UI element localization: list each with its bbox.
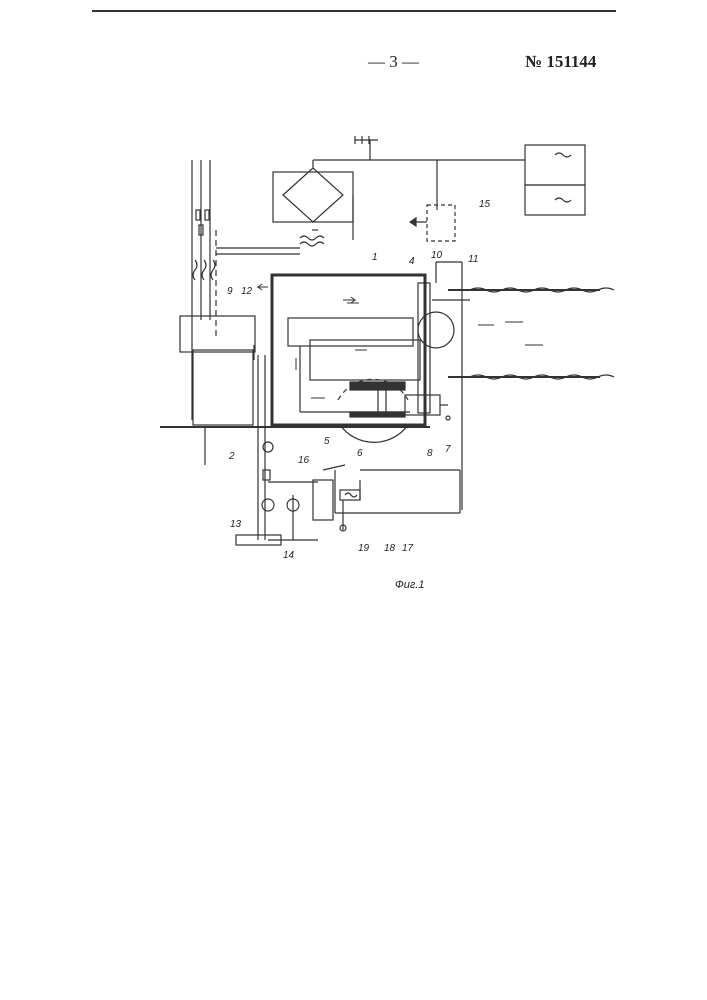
- figure-caption: Фиг.1: [395, 579, 424, 591]
- label-14: 14: [283, 550, 295, 561]
- label-7: 7: [445, 444, 451, 455]
- label-5: 5: [324, 436, 330, 447]
- label-1: 1: [372, 252, 378, 263]
- label-17: 17: [402, 543, 414, 554]
- label-10: 10: [431, 250, 443, 261]
- label-8: 8: [427, 448, 433, 459]
- label-2: 2: [228, 451, 235, 462]
- label-6: 6: [357, 448, 363, 459]
- label-4: 4: [409, 256, 415, 267]
- label-9: 9: [227, 286, 233, 297]
- label-12: 12: [241, 286, 253, 297]
- label-16: 16: [298, 455, 310, 466]
- label-13: 13: [230, 519, 242, 530]
- label-15: 15: [479, 199, 491, 210]
- label-19: 19: [358, 543, 370, 554]
- label-11: 11: [468, 254, 478, 265]
- label-18: 18: [384, 543, 396, 554]
